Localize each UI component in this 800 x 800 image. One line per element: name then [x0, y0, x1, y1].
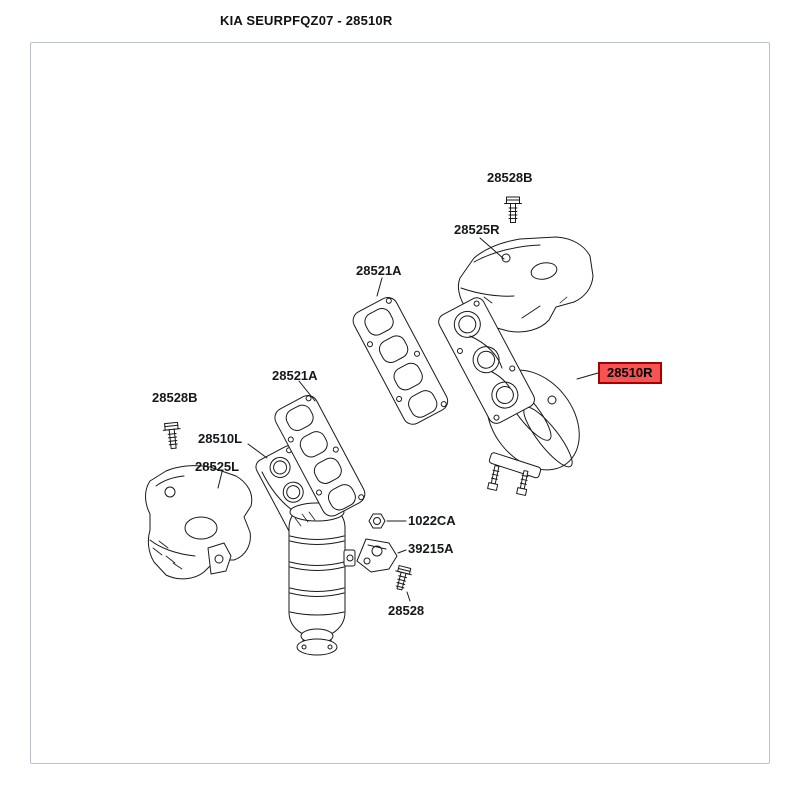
part-label-39215a[interactable]: 39215A	[408, 541, 454, 556]
part-label-28510r[interactable]: 28510R	[598, 362, 662, 384]
nut-1022ca-drawing	[368, 513, 386, 529]
heat-shield-left-drawing	[145, 465, 253, 580]
part-label-28528b-left[interactable]: 28528B	[152, 390, 198, 405]
part-label-28528b-upper[interactable]: 28528B	[487, 170, 533, 185]
leader-lines	[217, 237, 599, 602]
page-title: KIA SEURPFQZ07 - 28510R	[220, 13, 393, 28]
gasket-upper-drawing	[352, 297, 449, 425]
manifold-right-drawing	[438, 297, 580, 496]
bracket-39215a-drawing	[356, 538, 398, 573]
heat-shield-right-drawing	[457, 236, 594, 333]
part-label-28510l[interactable]: 28510L	[198, 431, 243, 446]
part-label-28521a-left[interactable]: 28521A	[272, 368, 318, 383]
gasket-left-drawing	[274, 395, 366, 517]
part-label-28528[interactable]: 28528	[388, 603, 425, 618]
manifold-left-drawing	[255, 445, 356, 656]
bolt-28528b-upper-drawing	[504, 196, 522, 223]
part-label-28525l[interactable]: 28525L	[195, 459, 240, 474]
bolt-28528-drawing	[395, 565, 412, 591]
part-label-1022ca[interactable]: 1022CA	[408, 513, 456, 528]
part-label-28521a-upper[interactable]: 28521A	[356, 263, 402, 278]
bolt-28528b-left-drawing	[162, 421, 181, 450]
part-label-28525r[interactable]: 28525R	[454, 222, 500, 237]
